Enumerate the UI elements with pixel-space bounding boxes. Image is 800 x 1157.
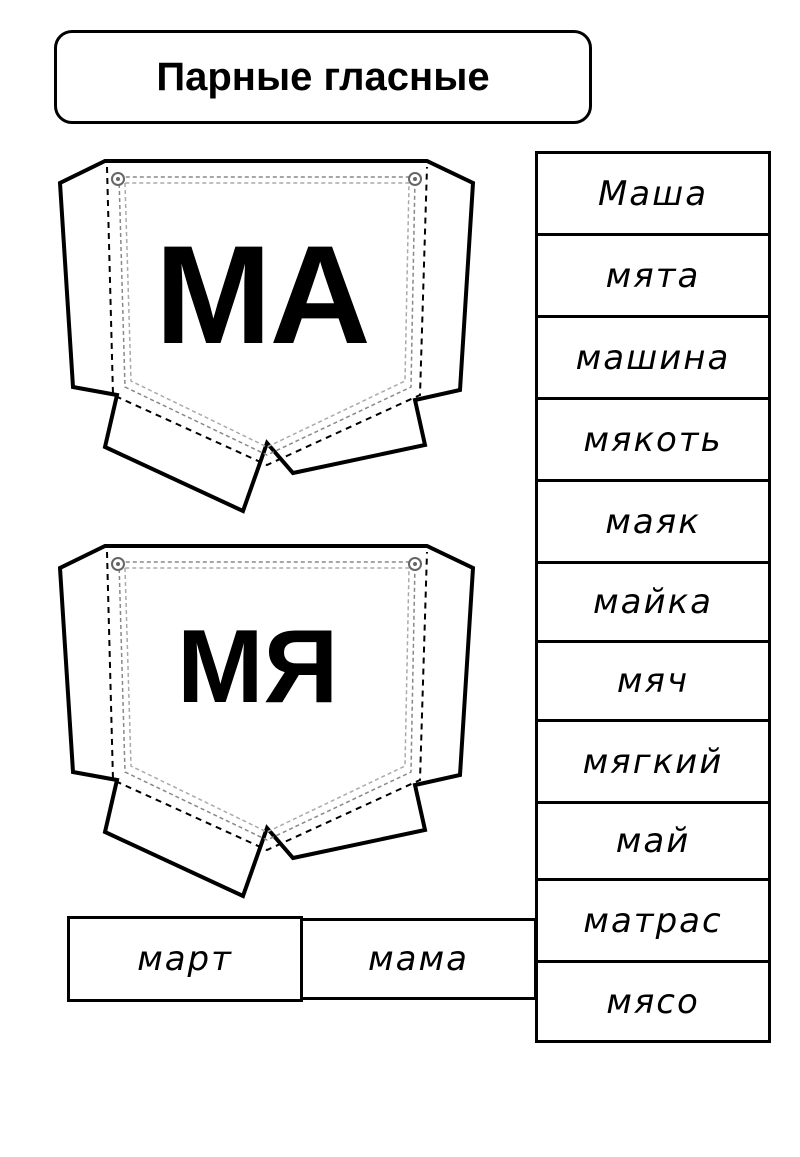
word-card[interactable]: матрас bbox=[535, 878, 771, 963]
word-card[interactable]: мама bbox=[300, 918, 537, 1000]
word-card[interactable]: Маша bbox=[535, 151, 771, 236]
pocket-mya[interactable]: МЯ bbox=[55, 540, 480, 900]
word-card[interactable]: март bbox=[67, 916, 303, 1002]
word-card[interactable]: май bbox=[535, 801, 771, 881]
word-card[interactable]: мягкий bbox=[535, 719, 771, 804]
word-card[interactable]: майка bbox=[535, 561, 771, 643]
word-card[interactable]: мяч bbox=[535, 640, 771, 722]
syllable-mya: МЯ bbox=[177, 609, 339, 725]
word-card[interactable]: машина bbox=[535, 315, 771, 400]
word-card[interactable]: мясо bbox=[535, 960, 771, 1043]
syllable-ma: МА bbox=[155, 216, 371, 373]
word-card[interactable]: мята bbox=[535, 233, 771, 318]
word-card[interactable]: мякоть bbox=[535, 397, 771, 482]
pocket-ma[interactable]: МА bbox=[55, 155, 480, 515]
word-card[interactable]: маяк bbox=[535, 479, 771, 564]
worksheet-title: Парные гласные bbox=[54, 30, 592, 124]
pocket-outline-icon bbox=[57, 159, 476, 514]
pocket-outline-icon bbox=[57, 544, 476, 899]
